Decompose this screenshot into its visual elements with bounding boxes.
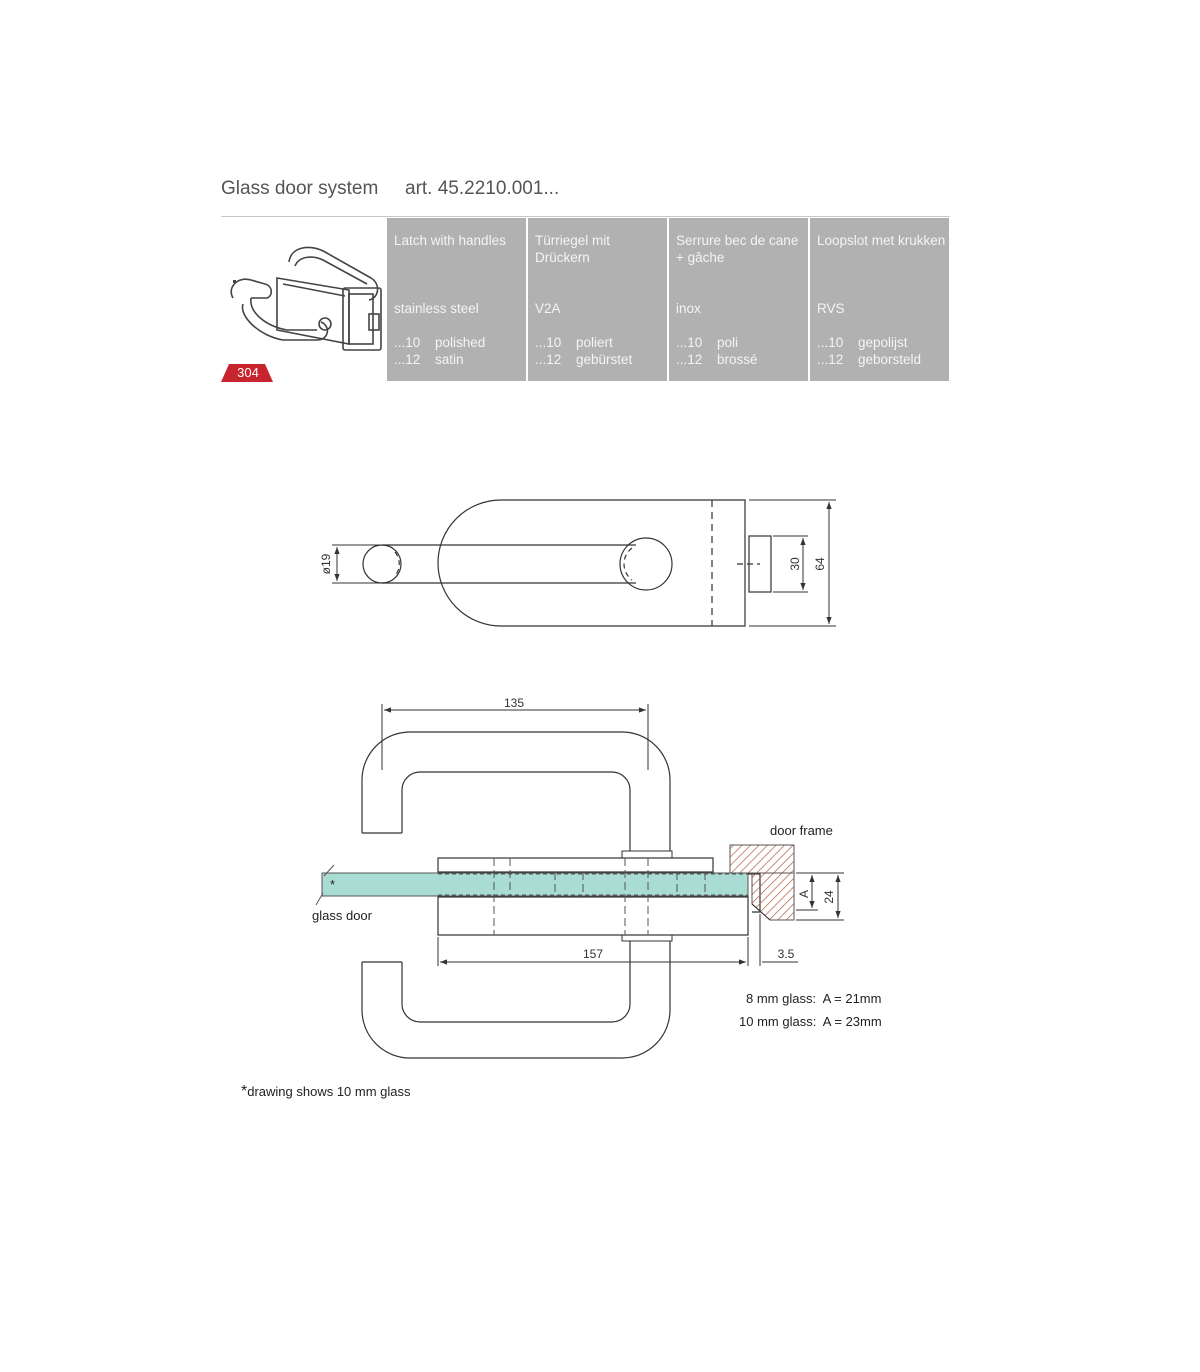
door-frame-label: door frame [770, 823, 833, 838]
lower-handle [361, 937, 671, 1059]
dim-bolt-height-label: 30 [788, 557, 802, 571]
column-german: Türriegel mit Drückern V2A ...10 poliert … [528, 218, 667, 381]
glass-door [321, 872, 749, 897]
finish-list: ...10 poliert ...12 gebürstet [535, 334, 665, 368]
material-label: V2A [535, 301, 561, 316]
finish-item: ...10 polished [394, 334, 524, 351]
material-label: RVS [817, 301, 845, 316]
finish-item: ...10 poliert [535, 334, 665, 351]
finish-list: ...10 gepolijst ...12 geborsteld [817, 334, 947, 368]
material-label: stainless steel [394, 301, 479, 316]
top-view-dimensions [332, 499, 836, 627]
page-header: Glass door system art. 45.2210.001... [221, 178, 559, 200]
header-divider [221, 216, 950, 217]
page-title: Glass door system [221, 178, 379, 199]
finish-code: ...10 [394, 335, 421, 350]
dim-frame-label: 24 [822, 890, 836, 904]
finish-code: ...12 [817, 352, 844, 367]
page-number: 304 [237, 365, 259, 380]
lock-plates [437, 857, 749, 936]
upper-handle [361, 731, 671, 857]
finish-label: brossé [717, 352, 758, 367]
column-title: Serrure bec de cane + gâche [676, 233, 799, 265]
column-dutch: Loopslot met krukken RVS ...10 gepolijst … [810, 218, 949, 381]
finish-code: ...12 [676, 352, 703, 367]
finish-item: ...12 geborsteld [817, 351, 947, 368]
finish-item: ...10 gepolijst [817, 334, 947, 351]
finish-item: ...10 poli [676, 334, 806, 351]
finish-item: ...12 gebürstet [535, 351, 665, 368]
dim-diameter-label: ø19 [319, 553, 333, 574]
footnote: *drawing shows 10 mm glass [241, 1083, 411, 1101]
finish-label: satin [435, 352, 464, 367]
finish-label: poli [717, 335, 739, 350]
finish-code: ...12 [535, 352, 562, 367]
finish-list: ...10 poli ...12 brossé [676, 334, 806, 368]
column-french: Serrure bec de cane + gâche inox ...10 po… [669, 218, 808, 381]
finish-code: ...10 [817, 335, 844, 350]
finish-list: ...10 polished ...12 satin [394, 334, 524, 368]
product-thumbnail-icon [230, 246, 382, 351]
top-view [362, 499, 772, 627]
footnote-star: * [241, 1083, 248, 1100]
finish-label: poliert [576, 335, 613, 350]
finish-label: gepolijst [858, 335, 908, 350]
finish-item: ...12 satin [394, 351, 524, 368]
dim-total-height-label: 64 [813, 557, 827, 571]
side-view-dimensions [315, 704, 844, 966]
page-number-badge [221, 364, 273, 382]
finish-code: ...10 [676, 335, 703, 350]
note-10mm: 10 mm glass: A = 23mm [739, 1014, 882, 1029]
column-english: Latch with handles stainless steel ...10… [387, 218, 526, 381]
glass-door-label: glass door [312, 908, 373, 923]
note-8mm: 8 mm glass: A = 21mm [746, 991, 881, 1006]
dim-a-label: A [797, 890, 811, 898]
article-number: art. 45.2210.001... [405, 178, 560, 199]
door-frame [729, 844, 795, 921]
finish-label: gebürstet [576, 352, 633, 367]
finish-label: polished [435, 335, 486, 350]
column-title: Latch with handles [394, 233, 506, 248]
dim-gap-label: 3.5 [778, 947, 795, 961]
finish-code: ...10 [535, 335, 562, 350]
gasket-lines [438, 873, 748, 896]
finish-label: geborsteld [858, 352, 922, 367]
glass-marker: * [330, 877, 335, 892]
column-title: Türriegel mit Drückern [535, 233, 611, 265]
dim-handle-width-label: 135 [504, 696, 524, 710]
screw-lines [493, 858, 706, 935]
finish-item: ...12 brossé [676, 351, 806, 368]
column-title: Loopslot met krukken [817, 233, 946, 248]
material-label: inox [676, 301, 701, 316]
finish-code: ...12 [394, 352, 421, 367]
footnote-text: drawing shows 10 mm glass [247, 1084, 411, 1099]
dim-plate-length-label: 157 [583, 947, 603, 961]
